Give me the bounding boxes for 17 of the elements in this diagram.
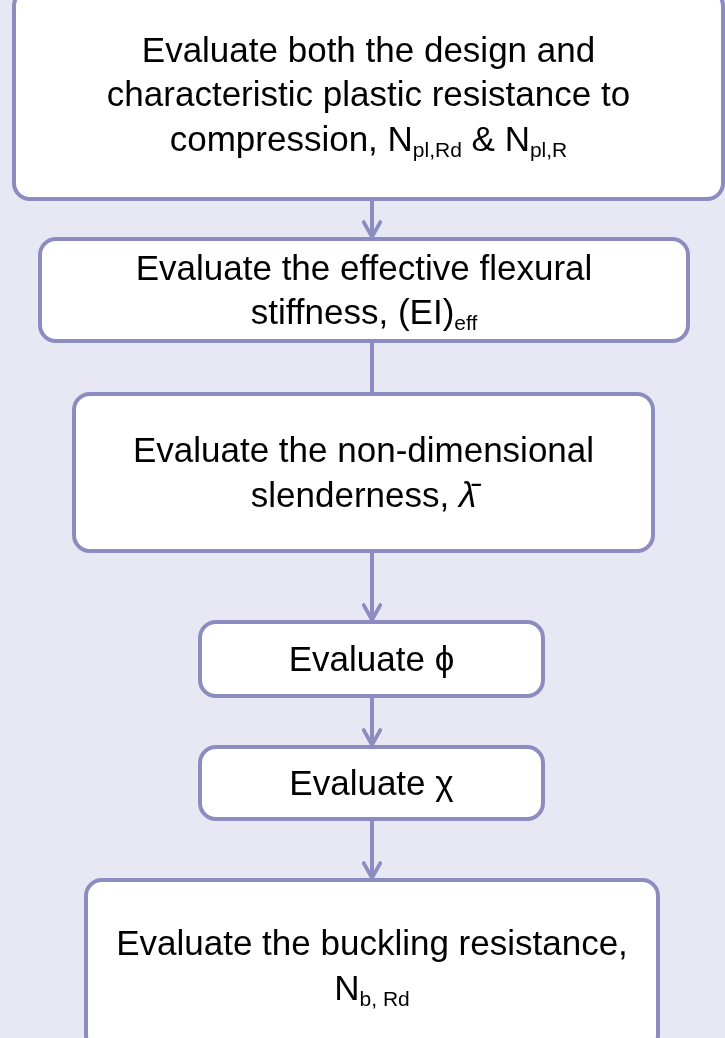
step-text: Evaluate ϕ (288, 637, 455, 680)
arrow (361, 698, 383, 747)
process-box (198, 745, 545, 821)
step-text: Evaluate both the design and characteristic plastic resistance to compression, N$_{pl,Rd}$ & N$_{pl,R}$ (105, 28, 632, 162)
step-text: Evaluate χ (289, 761, 454, 804)
process-box (12, 0, 725, 201)
process-box (84, 878, 660, 1038)
process-box (38, 237, 690, 343)
arrow (361, 821, 383, 880)
arrow (361, 201, 383, 239)
step-text: Evaluate the non-dimensional slenderness, λ̄ (131, 429, 596, 516)
arrow (361, 553, 383, 622)
step-text: Evaluate the buckling resistance, N$_{b, Rd}$ (115, 922, 629, 1010)
connector-line (370, 343, 374, 392)
process-box (72, 392, 655, 553)
step-text: Evaluate the effective flexural stiffness, (EI)$_{eff}$ (134, 246, 594, 335)
process-box (198, 620, 545, 698)
